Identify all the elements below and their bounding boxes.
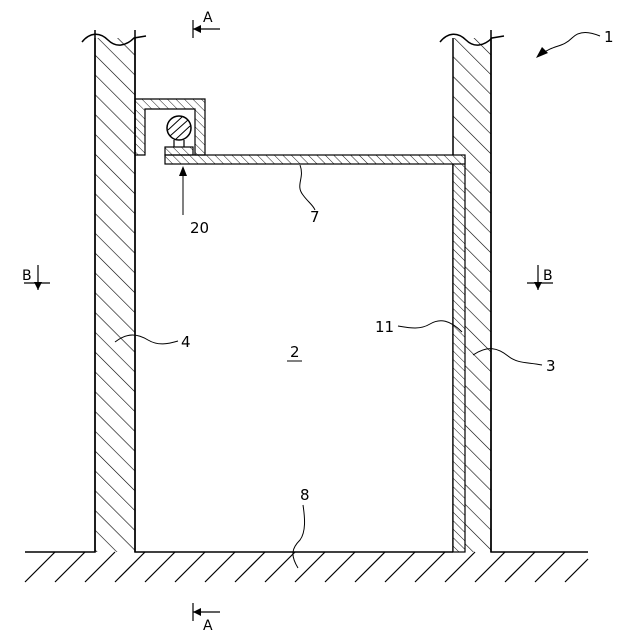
- device-arrowhead: [536, 47, 548, 58]
- label-device: 1: [604, 28, 614, 46]
- leader-lines: [115, 33, 600, 569]
- right-wall: [440, 34, 504, 552]
- label-floor: 8: [300, 486, 310, 504]
- label-roller-unit: 20: [190, 219, 209, 237]
- label-wall-right: 3: [546, 357, 556, 375]
- label-wall-left: 4: [181, 333, 191, 351]
- section-label-b-right: B: [543, 268, 553, 284]
- section-label-a-top: A: [203, 10, 213, 26]
- roller-base: [165, 147, 193, 155]
- section-label-a-bottom: A: [203, 618, 213, 634]
- floor-hatching: [25, 552, 588, 582]
- liner-11: [453, 158, 465, 552]
- label-upper-plate: 7: [310, 208, 320, 226]
- upper-plate-7: [165, 155, 465, 164]
- section-label-b-left: B: [22, 268, 32, 284]
- roller-arrowhead: [179, 166, 187, 176]
- label-liner: 11: [375, 318, 394, 336]
- label-space: 2: [290, 343, 300, 361]
- roller-unit-20: [135, 99, 205, 155]
